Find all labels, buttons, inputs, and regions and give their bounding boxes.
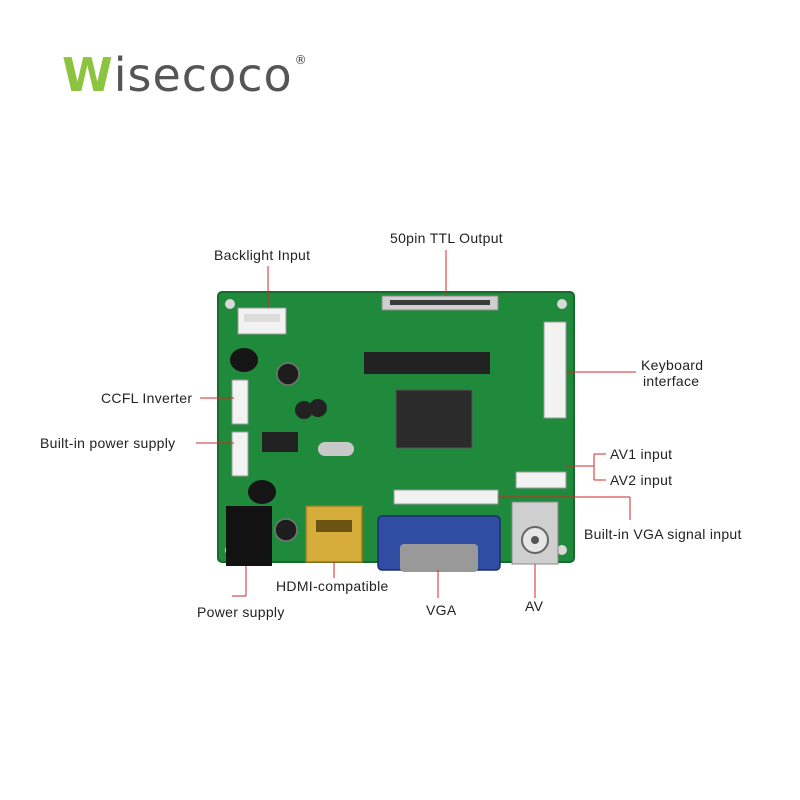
brand-first-letter: W [62,48,114,102]
label-av2-input: AV2 input [610,472,673,488]
regulator [262,432,298,452]
av-rca-pin [531,536,539,544]
mounting-hole [557,545,567,555]
capacitor [276,362,300,386]
label-keyboard-line2: interface [643,373,700,389]
av-input-connector [515,471,567,489]
label-builtin-power-supply: Built-in power supply [40,435,176,451]
label-ccfl-inverter: CCFL Inverter [101,390,193,406]
power-jack [226,506,272,566]
ccfl-connector [231,379,249,425]
registered-mark: ® [294,53,308,67]
label-power-supply: Power supply [197,604,285,620]
main-chip [395,389,473,449]
label-vga: VGA [426,602,457,618]
coil [295,401,313,419]
hdmi-port-slot [316,520,352,532]
label-keyboard-line1: Keyboard [641,357,704,373]
mounting-hole [225,299,235,309]
keyboard-connector [543,321,567,419]
coil [309,399,327,417]
label-hdmi-compatible: HDMI-compatible [276,578,389,594]
pin-header [364,352,490,374]
crystal [318,442,354,456]
ttl-connector-slot [390,300,490,305]
inductor [230,348,258,372]
label-av1-input: AV1 input [610,446,673,462]
inductor [248,480,276,504]
hdmi-port [305,505,363,563]
label-av: AV [525,598,544,614]
capacitor [274,518,298,542]
vga-signal-connector [393,489,499,505]
brand-name-rest: isecoco [113,48,293,102]
brand-logo: Wisecoco® [62,52,308,98]
vga-port-socket [400,544,478,572]
power-connector [231,431,249,477]
label-builtin-vga-signal: Built-in VGA signal input [584,526,742,542]
mounting-hole [557,299,567,309]
backlight-connector-pins [244,314,280,322]
label-ttl-output: 50pin TTL Output [390,230,503,246]
leader-lines [196,250,636,598]
label-backlight-input: Backlight Input [214,247,311,263]
